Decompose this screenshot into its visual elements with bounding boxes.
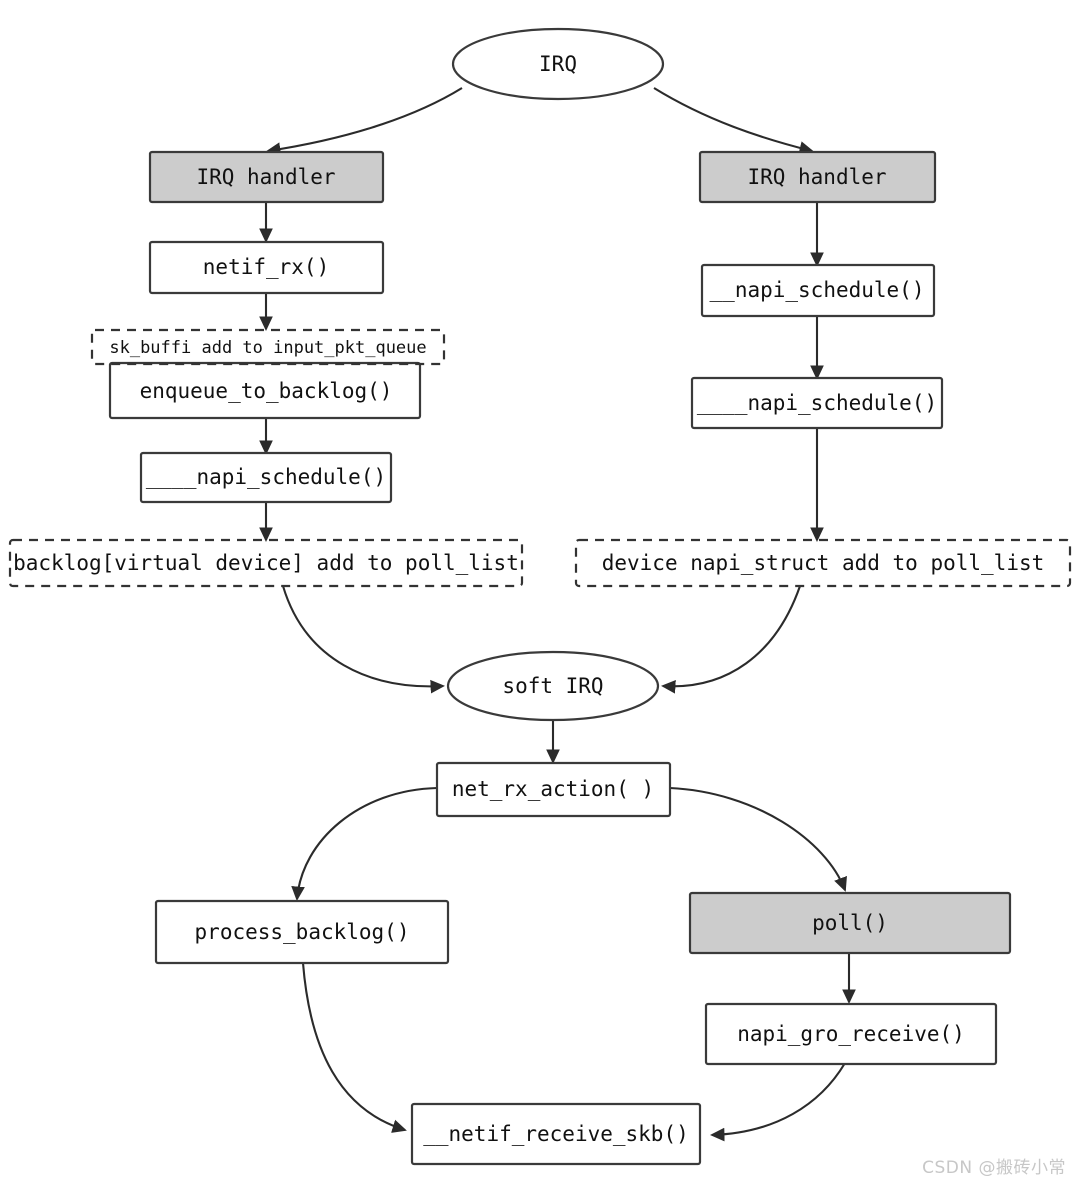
node-sk-buffi-note[interactable]: sk_buffi add to input_pkt_queue (90, 328, 446, 366)
process-backlog-label: process_backlog() (195, 920, 410, 944)
node-irq-handler-right[interactable]: IRQ handler (698, 150, 937, 204)
node-net-rx-action[interactable]: net_rx_action( ) (435, 761, 672, 818)
irq-handler-right-label: IRQ handler (747, 165, 886, 189)
node-netif-receive-skb[interactable]: __netif_receive_skb() (410, 1102, 702, 1166)
irq-label: IRQ (539, 52, 577, 76)
napi-gro-receive-label: napi_gro_receive() (737, 1022, 965, 1046)
sk-buffi-note-label: sk_buffi add to input_pkt_queue (109, 338, 426, 358)
netif-rx-shape (148, 240, 385, 295)
node-irq-handler-left[interactable]: IRQ handler (148, 150, 385, 204)
node-enqueue-to-backlog[interactable]: enqueue_to_backlog() (108, 361, 422, 420)
edge-net-rx-action-to-poll (669, 786, 847, 892)
process-backlog-shape (154, 899, 450, 965)
poll-label: poll() (812, 911, 888, 935)
node-napi-gro-receive[interactable]: napi_gro_receive() (704, 1002, 998, 1066)
edge-napi-gro-receive-to-netif-receive-skb (710, 1062, 846, 1142)
edge-net-rx-action-to-process-backlog (291, 786, 438, 901)
napi-schedule-right-1-label: __napi_schedule() (710, 278, 925, 302)
napi-gro-receive-shape (704, 1002, 998, 1066)
edge-backlog-note-to-soft-irq (281, 585, 445, 694)
enqueue-to-backlog-label: enqueue_to_backlog() (140, 379, 393, 403)
napi-schedule-left-shape (139, 451, 393, 504)
edge-irq-to-left-handler (266, 87, 463, 156)
irq-handler-left-label: IRQ handler (196, 165, 335, 189)
backlog-note-label: backlog[virtual device] add to poll_list (13, 551, 519, 575)
edge-device-note-to-soft-irq (661, 585, 801, 694)
node-device-note[interactable]: device napi_struct add to poll_list (574, 538, 1072, 588)
enqueue-to-backlog-shape (108, 361, 422, 420)
csdn-watermark: CSDN @搬砖小常 (922, 1158, 1066, 1178)
node-backlog-note[interactable]: backlog[virtual device] add to poll_list (8, 538, 524, 588)
node-napi-schedule-right-1[interactable]: __napi_schedule() (700, 263, 936, 318)
net-rx-action-shape (435, 761, 672, 818)
soft-irq-label: soft IRQ (502, 674, 603, 698)
device-note-shape (574, 538, 1072, 588)
node-irq[interactable]: IRQ (451, 27, 665, 101)
device-note-label: device napi_struct add to poll_list (602, 551, 1045, 575)
netif-receive-skb-label: __netif_receive_skb() (423, 1122, 689, 1146)
soft-irq-ellipse-shape (446, 650, 660, 722)
poll-shape (688, 891, 1012, 955)
node-netif-rx[interactable]: netif_rx() (148, 240, 385, 295)
edge-process-backlog-to-netif-receive-skb (301, 962, 407, 1133)
napi-schedule-right-1-shape (700, 263, 936, 318)
irq-handler-left-shape (148, 150, 385, 204)
napi-schedule-right-2-label: ____napi_schedule() (697, 391, 937, 415)
node-napi-schedule-left[interactable]: ____napi_schedule() (139, 451, 393, 504)
netif-receive-skb-shape (410, 1102, 702, 1166)
node-napi-schedule-right-2[interactable]: ____napi_schedule() (690, 376, 944, 430)
netif-rx-label: netif_rx() (203, 255, 329, 279)
net-rx-action-label: net_rx_action( ) (452, 777, 654, 801)
irq-ellipse-shape (451, 27, 665, 101)
backlog-note-shape (8, 538, 524, 588)
edge-irq-to-right-handler (653, 87, 814, 155)
node-soft-irq[interactable]: soft IRQ (446, 650, 660, 722)
node-process-backlog[interactable]: process_backlog() (154, 899, 450, 965)
irq-handler-right-shape (698, 150, 937, 204)
napi-schedule-left-label: ____napi_schedule() (146, 465, 386, 489)
node-poll[interactable]: poll() (688, 891, 1012, 955)
napi-schedule-right-2-shape (690, 376, 944, 430)
